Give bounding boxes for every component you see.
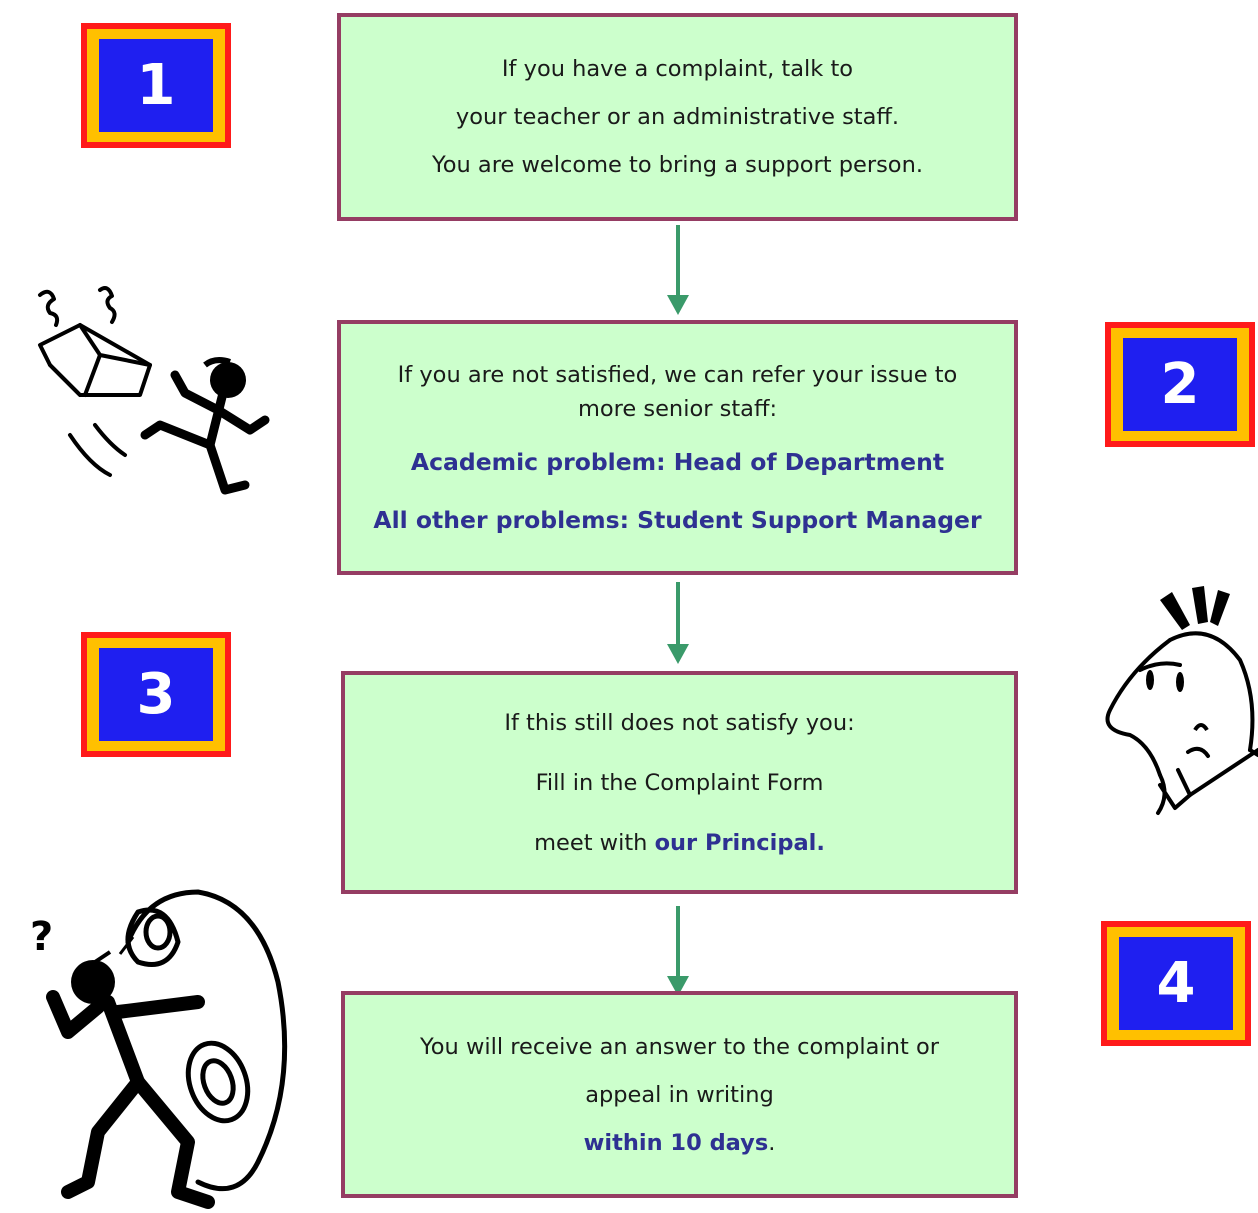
step-2-box: If you are not satisfied, we can refer y…	[337, 320, 1018, 575]
step-3-line-3-prefix: meet with	[534, 829, 655, 856]
step-badge-4: 4	[1101, 921, 1251, 1046]
step-number-3: 3	[99, 648, 213, 741]
step-2-academic-line: Academic problem: Head of Department	[410, 447, 945, 476]
step-3-line-1: If this still does not satisfy you:	[504, 709, 855, 736]
step-4-line-3: within 10 days.	[584, 1130, 776, 1156]
confused-figure-with-phone-icon: ?	[30, 889, 288, 1209]
step-2-line-2: more senior staff:	[577, 395, 778, 422]
step-number-4: 4	[1119, 937, 1233, 1030]
flow-arrow-3	[667, 906, 689, 996]
step-3-line-2: Fill in the Complaint Form	[535, 769, 824, 796]
step-1-line-1: If you have a complaint, talk to	[501, 56, 854, 82]
step-2-line-1: If you are not satisfied, we can refer y…	[397, 361, 958, 388]
step-badge-1: 1	[81, 23, 231, 148]
step-3-line-3: meet with our Principal.	[534, 830, 825, 856]
step-4-line-3-suffix: .	[768, 1129, 776, 1156]
step-badge-2: 2	[1105, 322, 1255, 447]
step-4-line-2: appeal in writing	[585, 1081, 774, 1108]
svg-text:?: ?	[30, 914, 53, 960]
step-1-line-2: your teacher or an administrative staff.	[455, 104, 900, 130]
step-number-1: 1	[99, 39, 213, 132]
step-1-line-3: You are welcome to bring a support perso…	[432, 152, 923, 178]
step-4-line-1: You will receive an answer to the compla…	[420, 1033, 939, 1060]
step-number-2: 2	[1123, 338, 1237, 431]
flow-arrow-2	[667, 582, 689, 664]
kicking-box-figure-icon	[38, 286, 270, 495]
step-3-box: If this still does not satisfy you: Fill…	[341, 671, 1018, 894]
flow-arrow-1	[667, 225, 689, 315]
ten-days-highlight: within 10 days	[583, 1129, 769, 1156]
step-badge-3: 3	[81, 632, 231, 757]
step-2-other-line: All other problems: Student Support Mana…	[373, 505, 982, 534]
angry-man-face-icon	[1105, 586, 1258, 815]
step-1-box: If you have a complaint, talk to your te…	[337, 13, 1018, 221]
step-4-box: You will receive an answer to the compla…	[341, 991, 1018, 1198]
principal-highlight: our Principal.	[654, 829, 825, 856]
